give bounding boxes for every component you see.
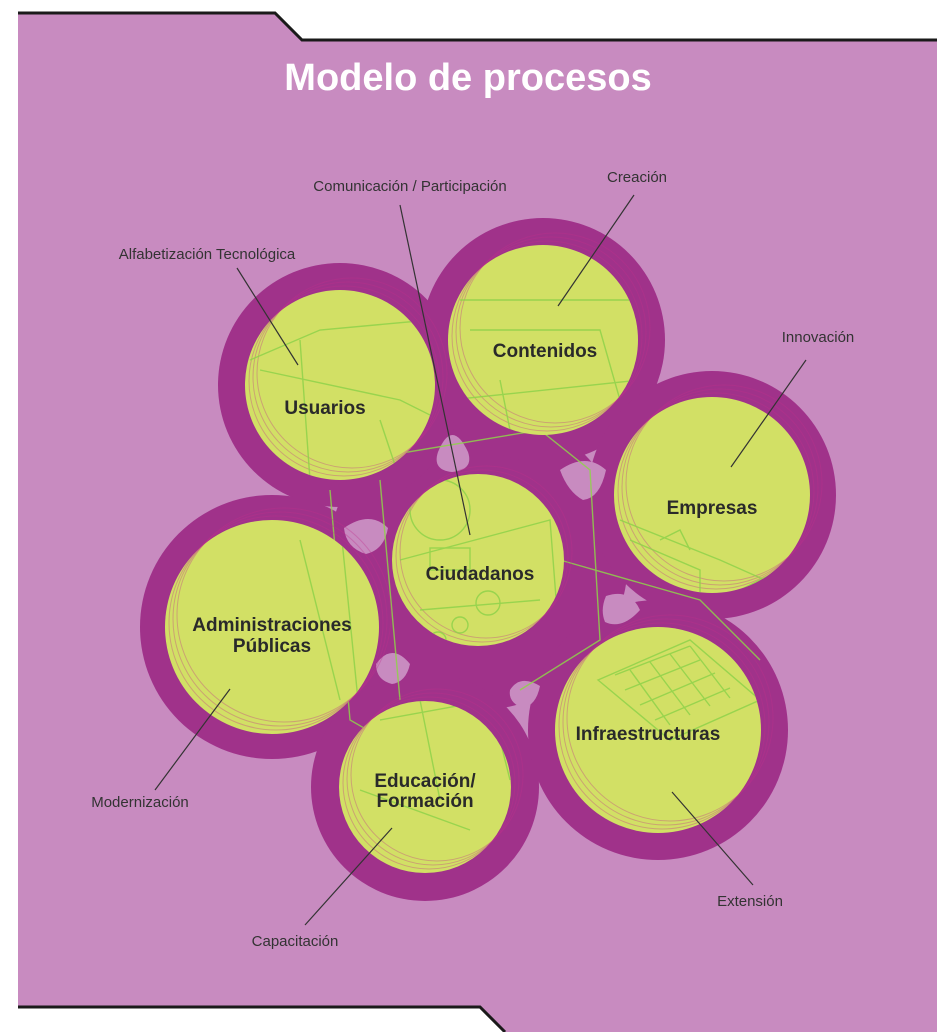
label-administraciones-line1: Administraciones: [192, 615, 351, 636]
triangle-marker: [509, 680, 540, 708]
connector-triangles: [344, 435, 640, 708]
callout-comunicacion: Comunicación / Participación: [313, 178, 506, 195]
callout-extension: Extensión: [717, 893, 783, 910]
label-educacion-line2: Formación: [376, 791, 473, 812]
label-administraciones-line2: Públicas: [233, 636, 311, 657]
leader-comunicacion: [399, 204, 471, 536]
callout-innovacion: Innovación: [782, 329, 855, 346]
leader-extension: [671, 791, 754, 886]
triangle-marker: [376, 653, 410, 684]
diagram-title: Modelo de procesos: [284, 57, 651, 99]
triangle-marker: [344, 519, 388, 554]
triangle-marker: [602, 593, 640, 625]
bottom-border-line: [18, 1005, 507, 1032]
label-contenidos: Contenidos: [493, 341, 598, 362]
top-border-line: [18, 11, 937, 42]
node-contenidos: [448, 232, 651, 435]
label-ciudadanos: Ciudadanos: [426, 564, 535, 585]
leader-alfabetizacion: [236, 267, 299, 366]
callout-alfabetizacion: Alfabetización Tecnológica: [119, 246, 296, 263]
leader-innovacion: [730, 359, 807, 468]
callout-capacitacion: Capacitación: [252, 933, 339, 950]
label-usuarios: Usuarios: [284, 398, 365, 419]
node-educacion: [339, 688, 524, 873]
leader-lines: [154, 194, 807, 926]
node-infraestructuras: [555, 614, 774, 833]
label-educacion-line1: Educación/: [374, 771, 476, 792]
node-administraciones: [165, 507, 392, 734]
callout-creacion: Creación: [607, 169, 667, 186]
callout-modernizacion: Modernización: [91, 794, 189, 811]
label-infraestructuras: Infraestructuras: [576, 724, 721, 745]
triangle-marker: [560, 461, 606, 500]
label-empresas: Empresas: [667, 498, 758, 519]
leader-capacitacion: [304, 827, 393, 926]
leader-creacion: [557, 194, 635, 307]
leader-modernizacion: [154, 688, 231, 791]
